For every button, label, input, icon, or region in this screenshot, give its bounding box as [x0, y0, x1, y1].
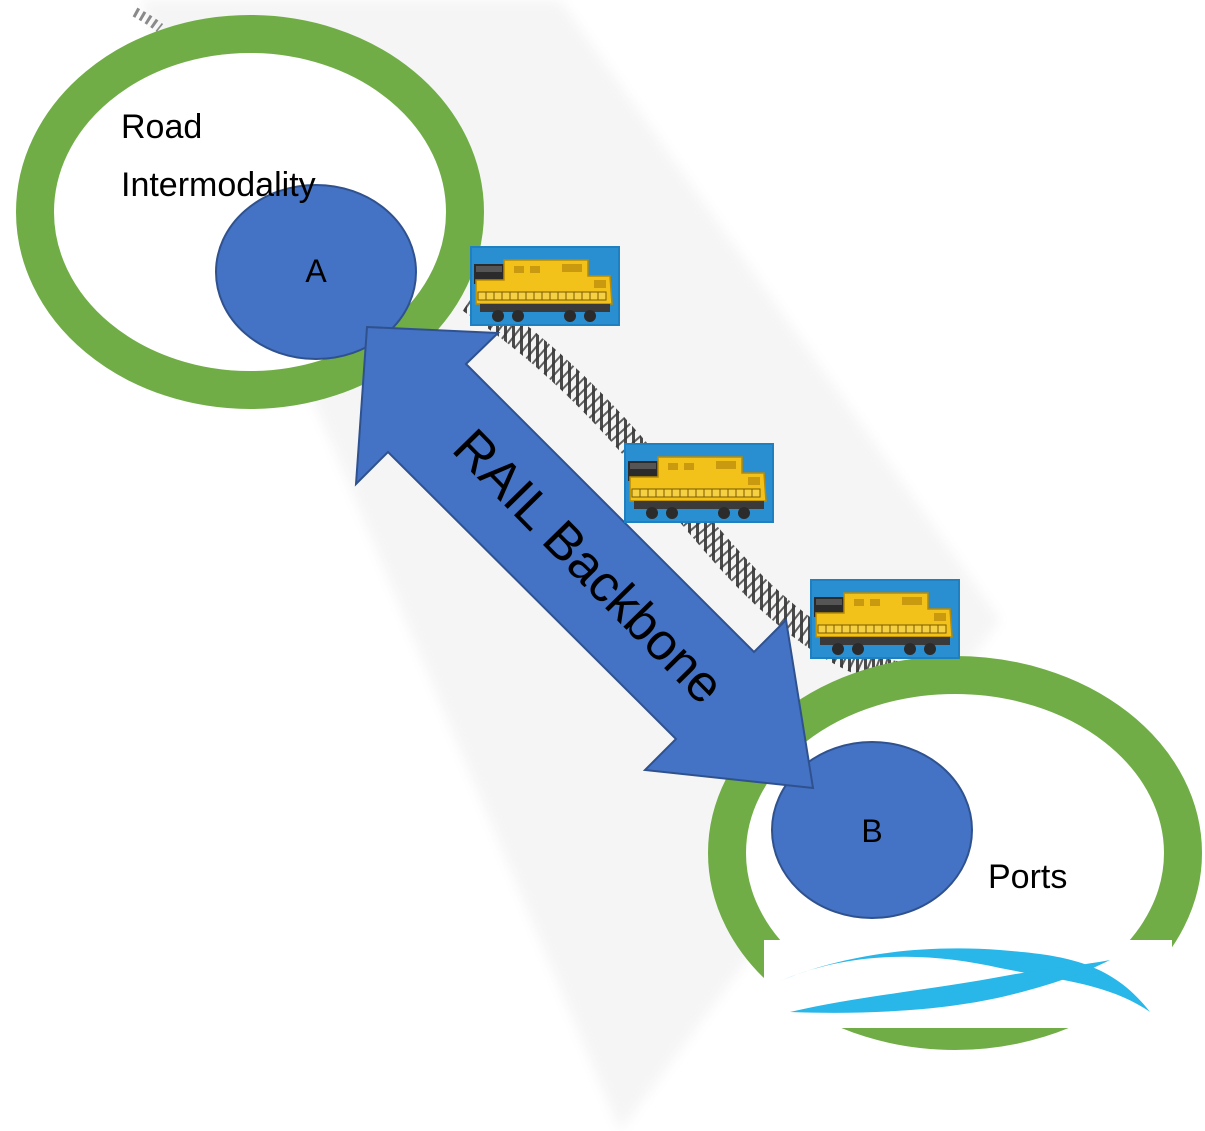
water-waves-icon [764, 940, 1172, 1028]
area-label-intermodality: Intermodality [121, 166, 316, 204]
node-a-letter: A [305, 253, 327, 289]
area-label-ports: Ports [988, 858, 1067, 896]
node-a: A [215, 184, 417, 360]
node-b: B [771, 741, 973, 919]
node-b-letter: B [861, 813, 882, 849]
locomotive-icon [470, 246, 620, 326]
area-label-road: Road [121, 108, 202, 146]
locomotive-icon [624, 443, 774, 523]
locomotive-icon [810, 579, 960, 659]
